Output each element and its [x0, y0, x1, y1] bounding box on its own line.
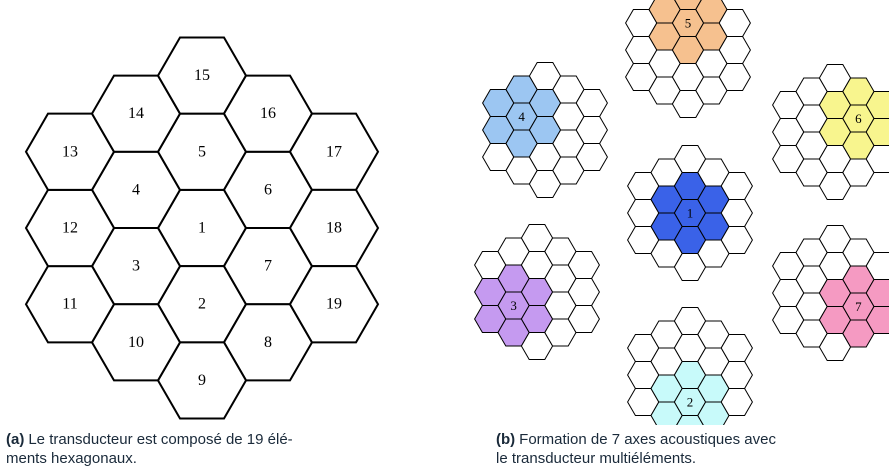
- acoustic-axis-cluster-4: 4: [482, 61, 608, 199]
- element-number: 8: [264, 334, 272, 351]
- element-number: 19: [326, 296, 342, 313]
- small-hexagon: [865, 306, 889, 335]
- element-number: 17: [326, 143, 342, 160]
- small-hexagon: [865, 90, 889, 119]
- transducer-element-13: 13: [24, 112, 116, 191]
- element-number: 12: [62, 220, 78, 237]
- element-number: 18: [326, 220, 342, 237]
- element-number: 11: [62, 296, 77, 313]
- caption-b-line2: le transducteur multiéléments.: [496, 450, 697, 467]
- element-number: 1: [198, 220, 206, 237]
- caption-b: (b)Formation de 7 axes acoustiques avec …: [496, 430, 886, 468]
- small-hexagon: [575, 143, 608, 172]
- caption-a: (a)Le transducteur est composé de 19 élé…: [6, 430, 426, 468]
- transducer-element-12: 12: [24, 188, 116, 268]
- element-number: 10: [128, 334, 144, 351]
- element-number: 6: [264, 181, 272, 198]
- transducer-element-19: 19: [288, 265, 380, 344]
- acoustic-axis-cluster-2: 2: [627, 306, 753, 425]
- acoustic-axis-cluster-6: 6: [772, 63, 889, 201]
- element-number: 7: [264, 258, 272, 275]
- cluster-label: 4: [518, 109, 525, 124]
- cluster-label: 5: [685, 15, 692, 30]
- cluster-label: 2: [687, 395, 694, 410]
- small-hexagon: [865, 278, 889, 308]
- cluster-label: 6: [855, 111, 862, 126]
- small-hexagon: [865, 251, 889, 280]
- acoustic-axes-diagram: 1 2 3 4 5 6 7: [474, 0, 889, 425]
- element-number: 16: [260, 105, 276, 122]
- small-hexagon: [720, 226, 753, 255]
- element-number: 14: [128, 105, 144, 122]
- transducer-element-10: 10: [90, 303, 182, 382]
- cluster-label: 3: [510, 298, 516, 313]
- caption-a-tag: (a): [6, 431, 25, 448]
- element-number: 15: [194, 67, 210, 84]
- element-number: 2: [198, 296, 206, 313]
- element-number: 4: [132, 181, 140, 198]
- element-number: 13: [62, 143, 78, 160]
- caption-a-line2: ments hexagonaux.: [6, 450, 137, 467]
- caption-a-line1: Le transducteur est composé de 19 élé-: [28, 431, 293, 448]
- hexagon-shape: [288, 265, 380, 344]
- cluster-label: 1: [687, 206, 694, 221]
- caption-b-line1: Formation de 7 axes acoustiques avec: [519, 431, 776, 448]
- element-number: 9: [198, 372, 206, 389]
- acoustic-axis-cluster-7: 7: [772, 224, 889, 362]
- acoustic-axis-cluster-1: 1: [627, 144, 753, 282]
- acoustic-axis-cluster-5: 5: [625, 0, 751, 119]
- small-hexagon: [567, 305, 600, 334]
- caption-b-tag: (b): [496, 431, 516, 448]
- small-hexagon: [865, 117, 889, 147]
- small-hexagon: [718, 63, 751, 92]
- element-number: 5: [198, 143, 206, 160]
- element-number: 3: [132, 258, 140, 275]
- small-hexagon: [865, 145, 889, 174]
- transducer-element-17: 17: [288, 112, 380, 191]
- acoustic-axis-cluster-3: 3: [474, 223, 600, 361]
- transducer-element-18: 18: [288, 188, 380, 268]
- small-hexagon: [720, 388, 753, 417]
- cluster-label: 7: [855, 299, 862, 314]
